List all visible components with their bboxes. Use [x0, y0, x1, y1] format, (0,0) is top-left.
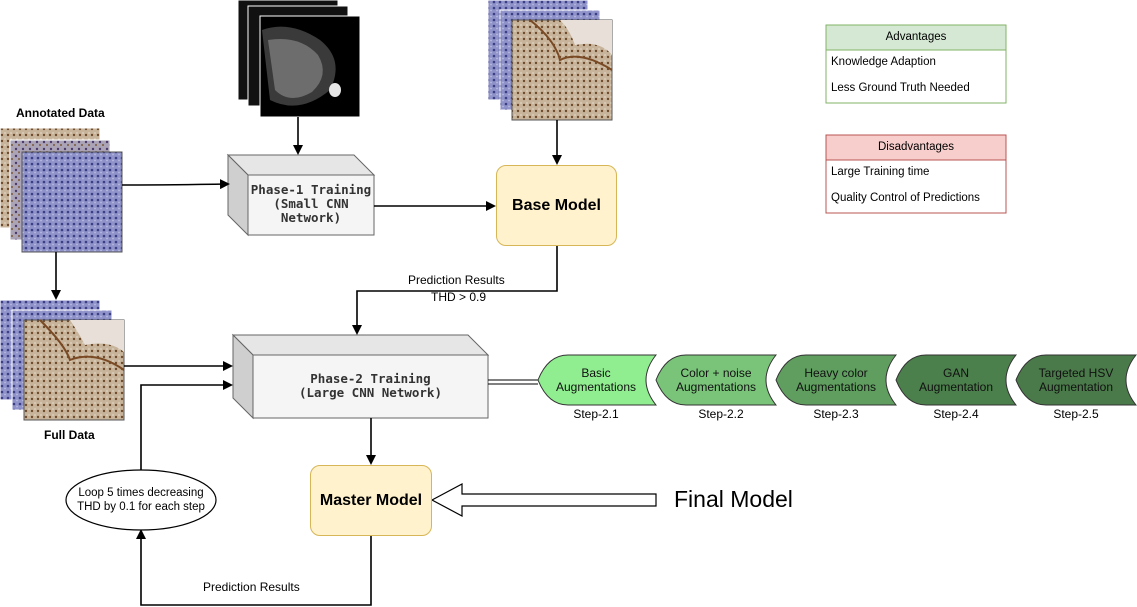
step-2-2-label: Step-2.2 — [698, 407, 744, 421]
phase2-label: Phase-2 Training (Large CNN Network) — [253, 372, 488, 400]
annotated-data-label: Annotated Data — [16, 106, 105, 120]
base-model-box: Base Model — [496, 165, 617, 246]
thd-label: THD > 0.9 — [431, 290, 487, 304]
annotated-image-stack — [0, 127, 123, 253]
disadvantages-item: Large Training time — [831, 166, 930, 178]
step-2-1-line1: Basic — [581, 366, 611, 380]
phase2-box — [231, 333, 490, 420]
phase1-line1: Phase-1 Training — [250, 182, 372, 197]
advantages-title: Advantages — [885, 31, 947, 43]
phase2-line2: (Large CNN Network) — [299, 385, 442, 400]
step-2-5-text: Targeted HSV Augmentation — [1030, 366, 1122, 394]
step-2-4-text: GAN Augmentation — [910, 366, 1002, 394]
advantages-item: Less Ground Truth Needed — [831, 82, 970, 94]
master-model-box: Master Model — [310, 465, 432, 536]
step-2-2-text: Color + noise Augmentations — [670, 366, 762, 394]
step-2-1-label: Step-2.1 — [573, 407, 619, 421]
connector-arrows — [51, 117, 562, 606]
step-2-3-text: Heavy color Augmentations — [790, 366, 882, 394]
advantages-item: Knowledge Adaption — [831, 56, 936, 68]
loop-line2: THD by 0.1 for each step — [77, 501, 205, 513]
loop-line1: Loop 5 times decreasing — [78, 487, 204, 499]
step-2-4-line1: GAN — [942, 366, 969, 380]
step-2-5-line1: Targeted HSV — [1038, 366, 1114, 380]
loop-label: Loop 5 times decreasing THD by 0.1 for e… — [66, 486, 216, 514]
prediction-results-bottom-label: Prediction Results — [203, 580, 300, 594]
step-2-2-line2: Augmentations — [675, 380, 757, 394]
step-2-5-label: Step-2.5 — [1053, 407, 1099, 421]
step-2-3-label: Step-2.3 — [813, 407, 859, 421]
step-2-3-line2: Augmentations — [795, 380, 877, 394]
disadvantages-panel: Disadvantages Large Training time Qualit… — [826, 135, 1006, 211]
final-model-label: Final Model — [674, 486, 793, 512]
step-2-3-line1: Heavy color — [804, 366, 868, 380]
full-data-image-stack — [0, 299, 125, 421]
step-2-4-label: Step-2.4 — [933, 407, 979, 421]
disadvantages-item: Quality Control of Predictions — [831, 192, 980, 204]
advantages-panel: Advantages Knowledge Adaption Less Groun… — [826, 25, 1006, 101]
disadvantages-title: Disadvantages — [877, 141, 955, 153]
phase1-box — [226, 153, 376, 237]
mask-image-stack — [237, 0, 361, 118]
tissue-image-stack-top — [487, 0, 613, 121]
prediction-results-top-label: Prediction Results — [408, 273, 505, 287]
step-2-1-text: Basic Augmentations — [550, 366, 642, 394]
step-2-1-line2: Augmentations — [555, 380, 637, 394]
step-2-5-line2: Augmentation — [1038, 380, 1114, 394]
step-2-2-line1: Color + noise — [680, 366, 752, 380]
phase1-line3: Network) — [280, 210, 342, 225]
phase2-line1: Phase-2 Training — [310, 371, 431, 386]
final-model-arrow — [430, 483, 657, 517]
augmentation-steps — [537, 354, 1137, 406]
step-2-4-line2: Augmentation — [918, 380, 994, 394]
loop-ellipse — [65, 469, 217, 531]
phase1-line2: (Small CNN — [273, 196, 349, 211]
phase1-label: Phase-1 Training (Small CNN Network) — [248, 183, 374, 225]
full-data-label: Full Data — [44, 428, 95, 442]
